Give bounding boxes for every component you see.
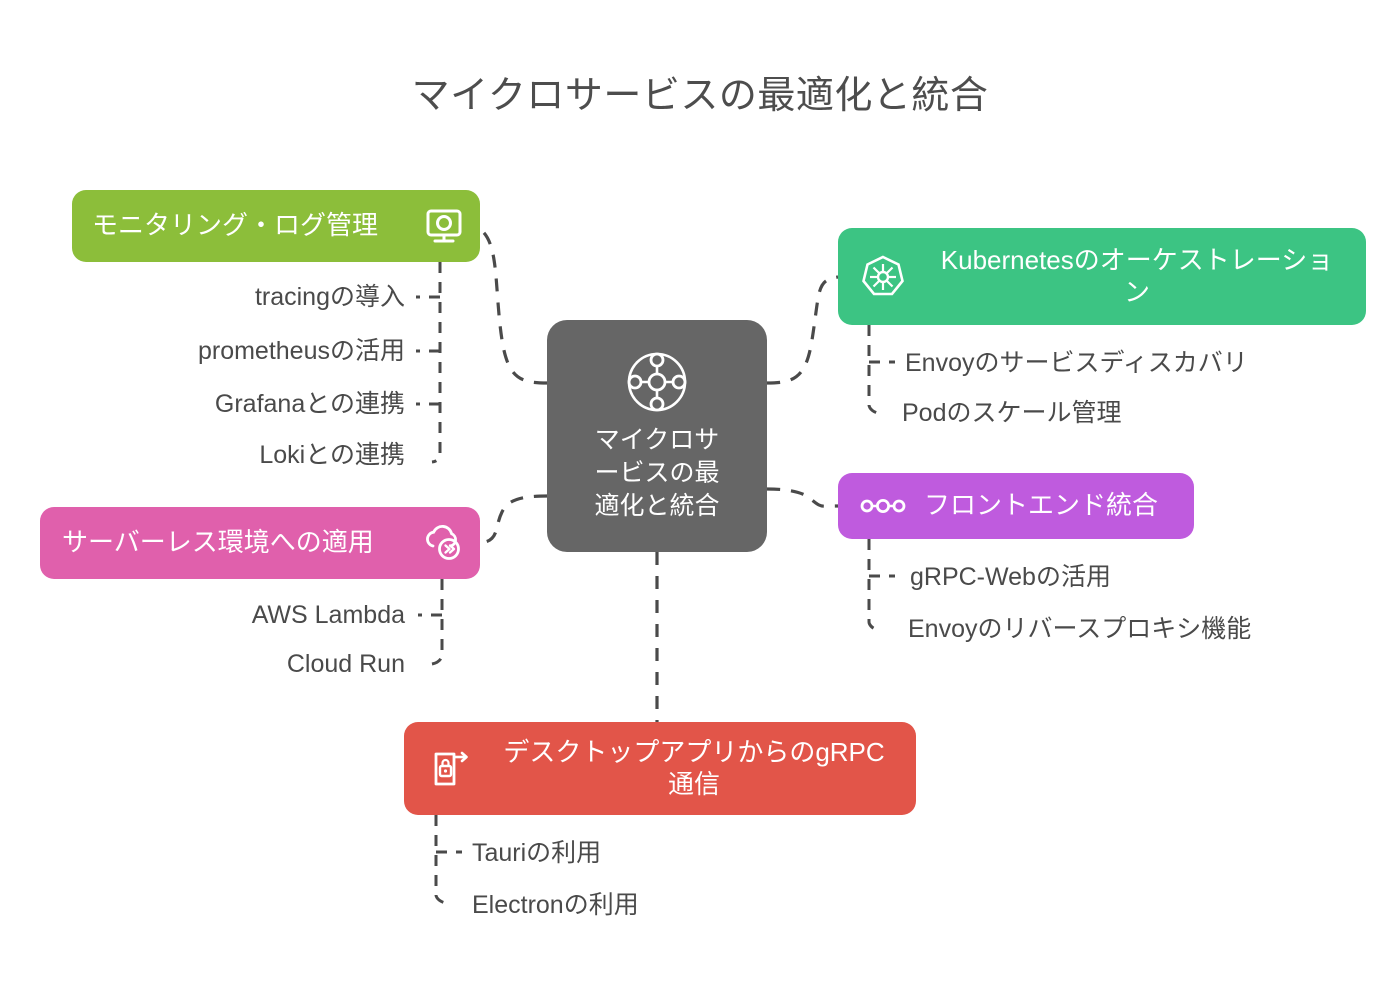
monitor-display-icon [422, 204, 466, 248]
leaf-frontend-1: gRPC-Webの活用 [910, 563, 1111, 591]
link-monitoring-children [431, 262, 442, 464]
leaf-kubernetes-1: Envoyのサービスディスカバリ [905, 349, 1248, 377]
branch-node-desktop[interactable]: デスクトップアプリからのgRPC 通信 [404, 722, 916, 815]
leaf-monitoring-2: prometheusの活用 [197, 337, 405, 365]
hub-network-icon [625, 350, 689, 414]
branch-node-monitoring[interactable]: モニタリング・ログ管理 [72, 190, 480, 262]
branch-node-kubernetes-label: Kubernetesのオーケストレーショ ン [940, 244, 1334, 307]
leaf-monitoring-3: Grafanaとの連携 [214, 390, 405, 418]
leaf-desktop-2: Electronの利用 [472, 891, 639, 919]
leaf-desktop-1: Tauriの利用 [472, 839, 602, 867]
branch-node-serverless[interactable]: サーバーレス環境への適用 [40, 507, 480, 579]
link-desktop-children [434, 815, 451, 906]
central-node-label: マイクロサ ービスの最 適化と統合 [594, 425, 720, 520]
link-center-kubernetes [766, 275, 839, 385]
cloud-fastforward-icon [420, 521, 466, 565]
link-center-serverless [477, 494, 548, 545]
central-node[interactable]: マイクロサ ービスの最 適化と統合 [547, 320, 767, 552]
branch-node-serverless-label: サーバーレス環境への適用 [62, 527, 374, 558]
document-lock-arrow-icon [426, 744, 476, 794]
link-serverless-children [431, 579, 444, 666]
link-center-frontend [766, 487, 839, 508]
leaf-serverless-2: Cloud Run [286, 650, 405, 678]
leaf-monitoring-4: Lokiとの連携 [259, 441, 405, 469]
link-frontend-children [867, 539, 883, 633]
link-center-monitoring [477, 226, 548, 385]
three-nodes-link-icon [860, 494, 906, 518]
branch-node-frontend[interactable]: フロントエンド統合 [838, 473, 1194, 539]
leaf-frontend-2: Envoyのリバースプロキシ機能 [908, 615, 1252, 643]
kubernetes-helm-icon [858, 252, 908, 302]
leaf-serverless-1: AWS Lambda [251, 601, 405, 629]
branch-node-kubernetes[interactable]: Kubernetesのオーケストレーショ ン [838, 228, 1366, 325]
branch-node-desktop-label: デスクトップアプリからのgRPC 通信 [503, 736, 885, 799]
link-kubernetes-children [867, 325, 883, 416]
branch-node-frontend-label: フロントエンド統合 [924, 490, 1159, 521]
page-title: マイクロサービスの最適化と統合 [411, 75, 989, 117]
leaf-monitoring-1: tracingの導入 [254, 283, 405, 311]
leaf-kubernetes-2: Podのスケール管理 [902, 399, 1122, 427]
branch-node-monitoring-label: モニタリング・ログ管理 [92, 210, 379, 241]
